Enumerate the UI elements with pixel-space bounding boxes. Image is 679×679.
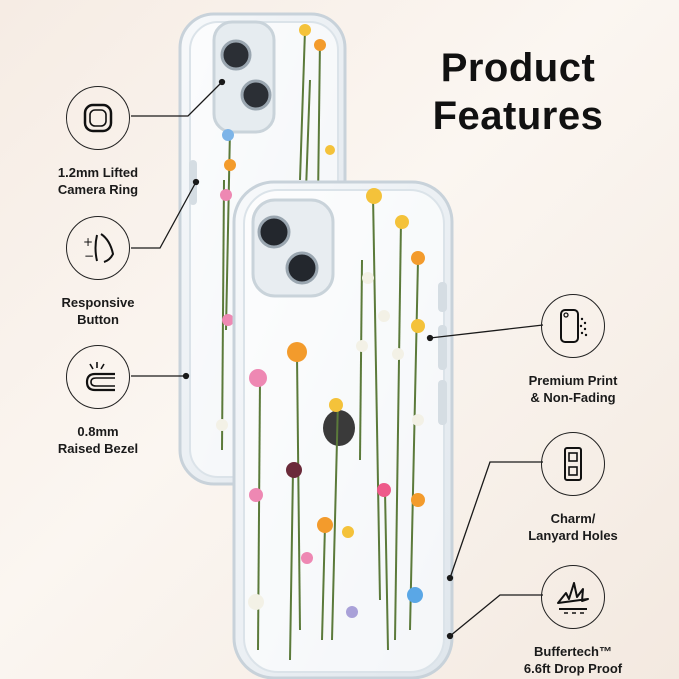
logo-cutout bbox=[323, 410, 355, 446]
heading-line-1: Product bbox=[440, 46, 596, 90]
heading-line-2: Features bbox=[432, 94, 604, 138]
feature-drop-proof: Buffertech™ 6.6ft Drop Proof bbox=[518, 565, 628, 677]
feature-camera-ring: 1.2mm Lifted Camera Ring bbox=[48, 86, 148, 198]
button-press-icon: +− bbox=[66, 216, 130, 280]
raised-bezel-icon bbox=[66, 345, 130, 409]
lanyard-hole-icon bbox=[541, 432, 605, 496]
front-lens-1-icon bbox=[257, 215, 291, 249]
back-lens-1-icon bbox=[220, 39, 252, 71]
feature-label-drop-proof: Buffertech™ 6.6ft Drop Proof bbox=[523, 644, 623, 676]
back-camera-block bbox=[212, 20, 276, 134]
print-phone-icon bbox=[541, 294, 605, 358]
front-phone-case bbox=[232, 180, 454, 679]
volume-up-button bbox=[438, 282, 447, 312]
svg-text:+: + bbox=[83, 235, 93, 249]
camera-ring-icon bbox=[66, 86, 130, 150]
callout-lines bbox=[131, 78, 544, 640]
feature-raised-bezel: 0.8mm Raised Bezel bbox=[48, 345, 148, 457]
side-button bbox=[438, 325, 447, 370]
feature-label-premium-print: Premium Print & Non-Fading bbox=[528, 373, 618, 405]
feature-label-raised-bezel: 0.8mm Raised Bezel bbox=[57, 424, 139, 456]
feature-label-camera-ring: 1.2mm Lifted Camera Ring bbox=[57, 165, 139, 197]
drop-impact-icon bbox=[541, 565, 605, 629]
svg-text:−: − bbox=[84, 249, 94, 263]
feature-premium-print: Premium Print & Non-Fading bbox=[518, 294, 628, 406]
features-heading: Product Features bbox=[403, 44, 633, 140]
volume-down-button bbox=[438, 380, 447, 425]
front-lens-2-icon bbox=[285, 251, 319, 285]
feature-responsive-button: +− Responsive Button bbox=[48, 216, 148, 328]
feature-lanyard-holes: Charm/ Lanyard Holes bbox=[518, 432, 628, 544]
feature-label-responsive-button: Responsive Button bbox=[61, 295, 135, 327]
back-lens-2-icon bbox=[240, 79, 272, 111]
feature-label-lanyard-holes: Charm/ Lanyard Holes bbox=[528, 511, 618, 543]
